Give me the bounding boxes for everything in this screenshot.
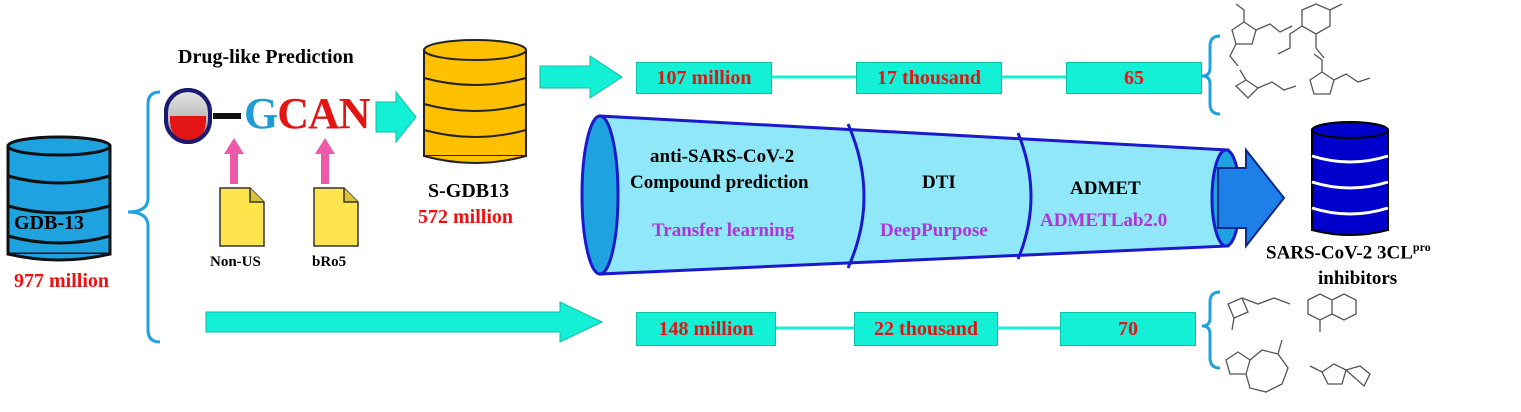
molecule-structures-top [1229,3,1371,99]
pink-arrows [224,138,335,184]
arrow-to-target [1217,147,1286,249]
top-pipeline-stage-1: 107 million [636,62,772,94]
top-pipeline-stage-2: 17 thousand [856,62,1002,94]
target-label-line2: inhibitors [1318,268,1398,289]
gdb13-count: 977 million [14,270,110,292]
filter-bro5-label: bRo5 [312,254,347,270]
gdb13-database-icon [6,135,112,262]
document-icon-bro5 [313,187,359,247]
sgdb13-database-icon [423,39,527,164]
funnel-stage-1-method: Transfer learning [652,220,795,241]
bottom-result-brace [1201,290,1221,370]
bottom-pipeline-stage-2: 22 thousand [854,312,998,346]
bottom-pipeline-stage-3: 70 [1060,312,1196,346]
target-label: SARS-CoV-2 3CLpro [1266,240,1431,264]
funnel-stage-2-title: DTI [922,172,956,193]
molecule-structures-bottom [1225,293,1371,393]
funnel-stage-1-title-line2: Compound prediction [630,172,809,193]
arrow-to-top-pipeline [539,55,623,99]
funnel-stage-3-method: ADMETLab2.0 [1040,210,1168,231]
druglike-title: Drug-like Prediction [178,46,354,68]
target-label-main: SARS-CoV-2 3CL [1266,242,1413,264]
target-label-sup: pro [1412,240,1431,254]
funnel-stage-1-title-line1: anti-SARS-CoV-2 [650,146,795,167]
split-brace [127,90,161,344]
arrow-to-bottom-pipeline [205,301,604,343]
gcan-logo: GCAN [244,88,371,140]
top-result-brace [1201,34,1221,116]
filter-nonus-label: Non-US [210,254,261,270]
gdb13-label: GDB-13 [14,212,84,234]
sgdb13-label: S-GDB13 [428,180,510,202]
sgdb13-count: 572 million [418,206,514,228]
screening-funnel [580,114,1242,276]
top-pipeline-stage-3: 65 [1066,62,1202,94]
arrow-to-sgdb13 [375,90,417,144]
capsule-icon [164,88,241,144]
document-icon-nonus [219,187,265,247]
gcan-logo-g: G [244,89,278,138]
bottom-pipeline-stage-1: 148 million [636,312,776,346]
gcan-logo-can: CAN [277,89,370,138]
funnel-stage-2-method: DeepPurpose [880,220,988,241]
funnel-stage-3-title: ADMET [1070,178,1141,199]
target-database-icon [1311,121,1389,236]
